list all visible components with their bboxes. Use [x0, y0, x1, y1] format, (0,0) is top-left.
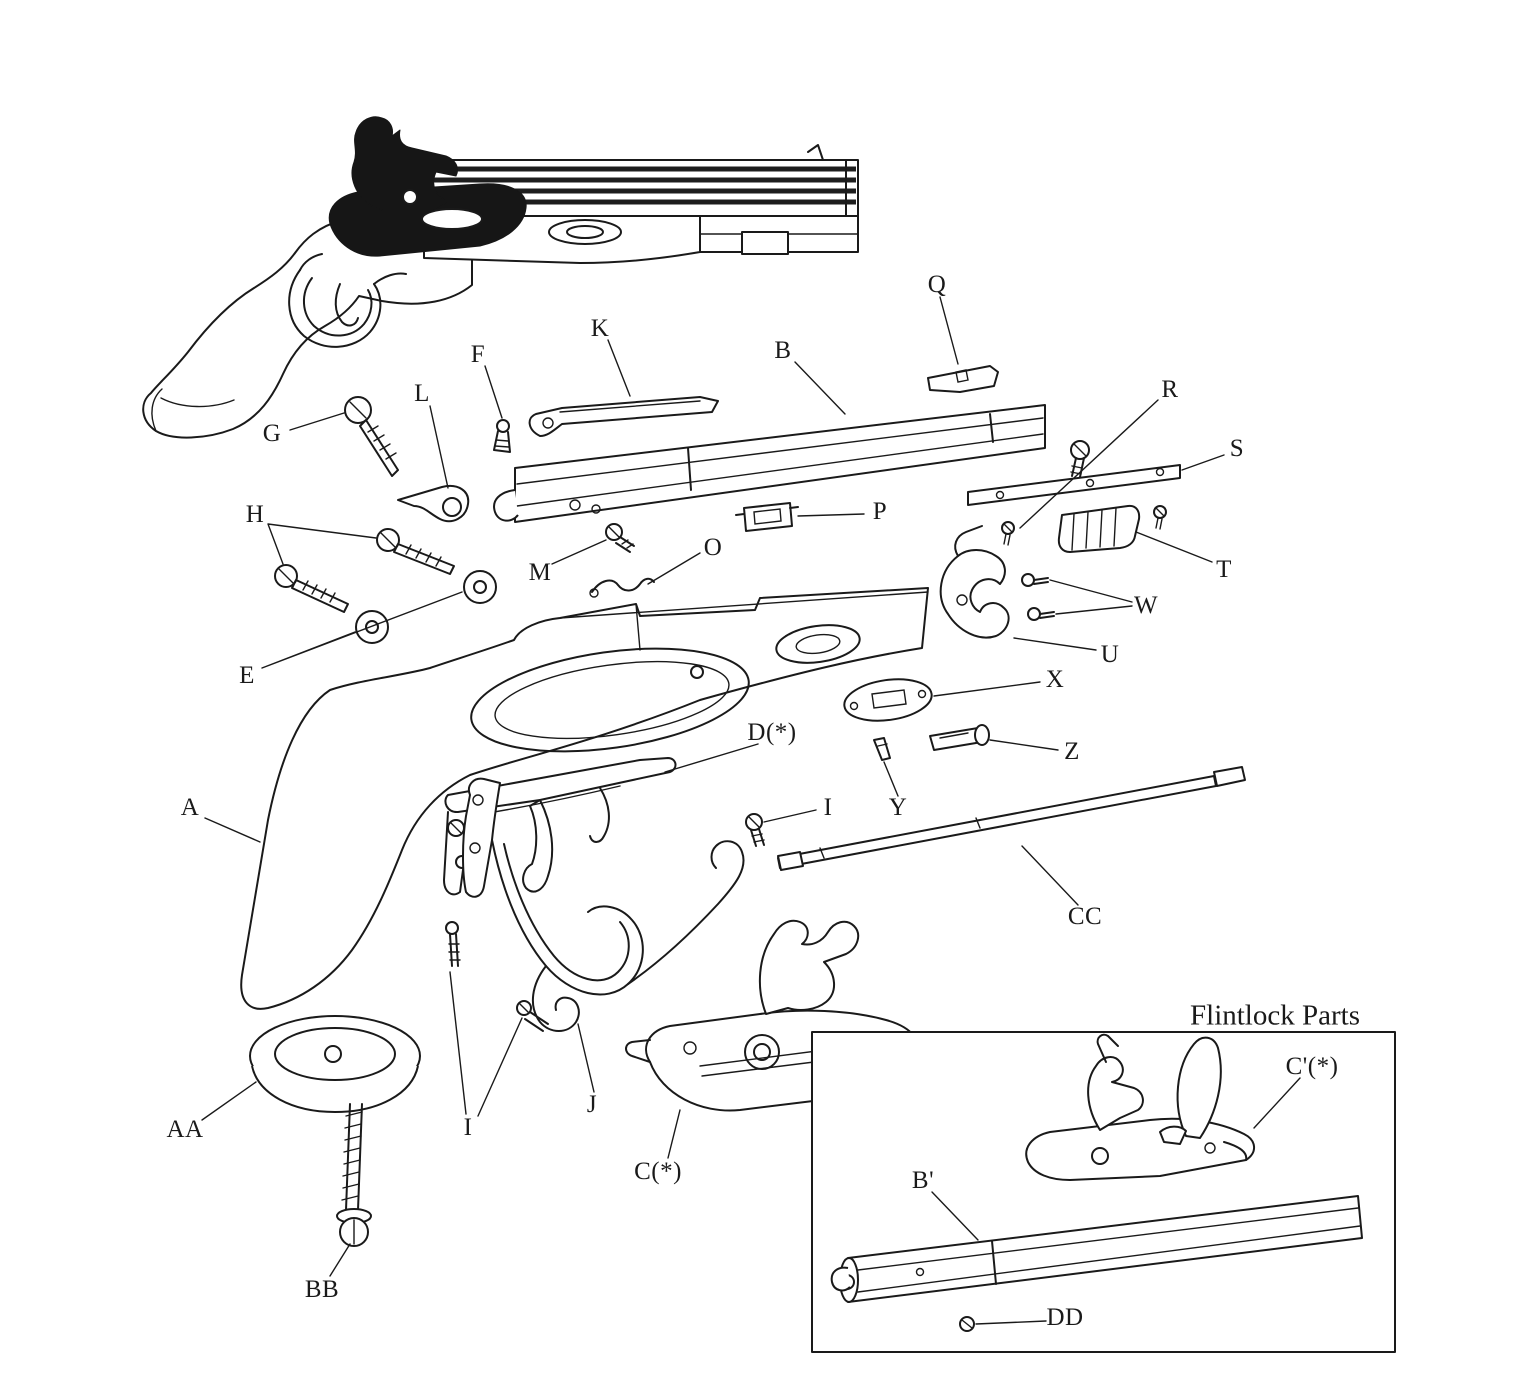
part-s-sight-base — [967, 464, 1181, 546]
label-m: M — [528, 559, 552, 586]
label-o: O — [703, 534, 723, 561]
part-l-lug — [397, 485, 470, 523]
part-j-trigger-guard — [462, 777, 745, 1032]
label-y: Y — [888, 794, 908, 821]
label-i-lower: I — [463, 1114, 473, 1141]
part-e-washers — [355, 570, 497, 644]
inset-title: Flintlock Parts — [1190, 999, 1360, 1032]
label-z: Z — [1064, 738, 1080, 765]
part-m-screw — [605, 523, 635, 553]
label-bb: BB — [304, 1276, 340, 1303]
assembled-pistol-illustration — [142, 116, 859, 439]
part-y-pin — [873, 737, 891, 761]
label-e: E — [239, 662, 255, 689]
part-b-barrel — [493, 404, 1046, 523]
label-q: Q — [927, 271, 947, 298]
label-s: S — [1229, 435, 1245, 462]
inset-dd-screw — [959, 1316, 975, 1332]
label-a: A — [180, 794, 200, 821]
part-q-rear-sight — [927, 365, 999, 393]
label-c: C(*) — [634, 1158, 682, 1185]
label-i-upper: I — [823, 794, 833, 821]
inset-barrel — [830, 1195, 1363, 1303]
part-cc-ramrod — [777, 766, 1246, 871]
label-x: X — [1045, 666, 1065, 693]
part-g-screw — [344, 396, 399, 477]
label-r: R — [1161, 376, 1179, 403]
leader-lines — [201, 296, 1301, 1325]
label-p: P — [872, 498, 888, 525]
label-j: J — [586, 1091, 598, 1118]
label-t: T — [1216, 556, 1232, 583]
part-p-tenon — [735, 502, 799, 532]
part-i-screw-upper — [745, 813, 765, 847]
label-cc: CC — [1067, 903, 1103, 930]
label-w: W — [1133, 592, 1159, 619]
part-i-screws-lower — [445, 921, 549, 1032]
part-k-rib — [528, 396, 719, 437]
label-h: H — [245, 501, 265, 528]
label-b-prime: B' — [911, 1167, 935, 1194]
label-d: D(*) — [747, 719, 797, 746]
label-l: L — [414, 380, 430, 407]
label-c-prime: C'(*) — [1285, 1053, 1339, 1080]
part-t-elevator — [1057, 504, 1141, 553]
part-aa-grip-cap — [249, 1015, 421, 1113]
part-o-spring — [589, 577, 655, 598]
inset-flintlock-lock — [1025, 1033, 1255, 1181]
part-h-screws — [274, 528, 455, 613]
part-w-screws — [1021, 573, 1055, 621]
part-z-wedge — [929, 724, 990, 751]
part-f-nipple — [493, 419, 511, 453]
label-g: G — [262, 420, 282, 447]
part-a-stock — [240, 587, 929, 1010]
label-b: B — [774, 337, 792, 364]
part-x-escutcheon — [843, 678, 933, 722]
label-f: F — [470, 341, 486, 368]
label-k: K — [590, 315, 610, 342]
part-bb-screw — [336, 1103, 372, 1247]
label-aa: AA — [166, 1116, 204, 1143]
part-u-hammer — [939, 525, 1010, 639]
label-u: U — [1100, 641, 1120, 668]
label-dd: DD — [1046, 1304, 1084, 1331]
